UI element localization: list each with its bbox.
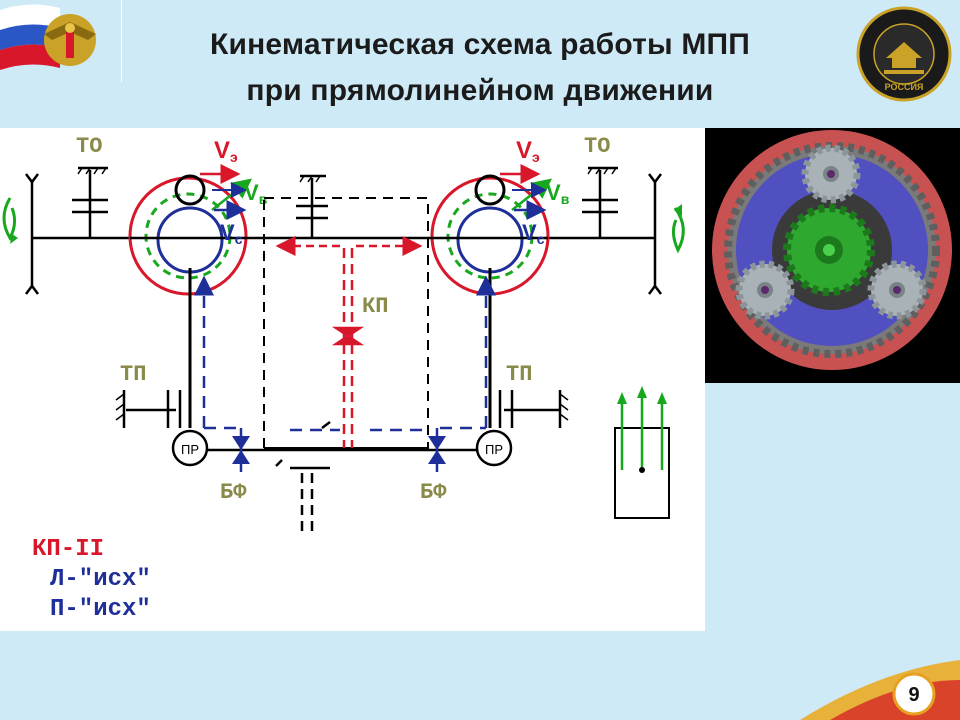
- legend-title: КП-II: [32, 536, 105, 563]
- label-kp: КП: [362, 294, 388, 319]
- planetary-gear-illustration: [705, 128, 960, 383]
- track-motion-indicator-icon: [614, 386, 670, 519]
- page-number-badge: 9: [892, 672, 936, 716]
- central-shaft: [246, 174, 432, 240]
- right-stop-brake: [582, 166, 618, 238]
- left-stop-brake: [72, 166, 108, 238]
- label-bf-right: БФ: [420, 480, 447, 505]
- kp-shaft: [275, 236, 423, 448]
- legend-right: П-"исх": [50, 596, 151, 623]
- sun-gear-icon: [783, 204, 875, 296]
- gearbox-housing: [263, 197, 429, 449]
- left-bf-friction-block: [232, 428, 250, 472]
- military-center-seal-icon: РОССИЯ: [856, 6, 952, 102]
- label-v-e-right: Vэ: [516, 137, 540, 165]
- right-bf-friction-block: [428, 428, 446, 472]
- left-planetary-set: [128, 164, 252, 428]
- kinematic-diagram: ТО ТО Vэ Vв Vс Vэ Vв: [0, 128, 705, 631]
- label-v-s-right: Vс: [522, 220, 545, 247]
- page-title-line-1: Кинематическая схема работы МПП: [209, 28, 751, 61]
- label-v-e-left: Vэ: [214, 137, 238, 165]
- page-title-line-2: при прямолинейном движении: [246, 74, 714, 107]
- page-number: 9: [908, 684, 919, 706]
- legend-left: Л-"исх": [50, 566, 151, 593]
- right-turn-brake: [498, 390, 569, 428]
- header-band: [0, 0, 960, 128]
- label-v-v-right: Vв: [546, 180, 570, 207]
- label-v-v-left: Vв: [244, 180, 268, 207]
- planet-gear-top-icon: [801, 144, 861, 204]
- label-tp-left: ТП: [120, 362, 146, 387]
- bottom-shaft: [207, 421, 477, 533]
- left-power-flow: [194, 275, 240, 430]
- planet-gear-right-icon: [867, 260, 927, 320]
- right-planetary-set: [430, 164, 552, 428]
- left-output-shaft: [25, 173, 130, 295]
- left-pr-coupling: ПР: [171, 429, 209, 467]
- label-to-right: ТО: [584, 134, 610, 159]
- label-pr-left: ПР: [181, 442, 199, 457]
- seal-bottom-text: РОССИЯ: [885, 82, 924, 92]
- right-power-flow: [290, 275, 496, 432]
- label-to-left: ТО: [76, 134, 102, 159]
- left-turn-brake: [115, 390, 182, 428]
- planet-gear-left-icon: [735, 260, 795, 320]
- eagle-emblem-icon: [0, 0, 122, 82]
- right-pr-coupling: ПР: [475, 429, 513, 467]
- left-rotation-arrow-icon: [2, 197, 17, 242]
- label-v-s-left: Vс: [220, 220, 243, 247]
- label-bf-left: БФ: [220, 480, 247, 505]
- right-rotation-arrow-icon: [671, 207, 685, 254]
- legend: КП-II Л-"исх" П-"исх": [32, 535, 151, 625]
- label-tp-right: ТП: [506, 362, 532, 387]
- label-pr-right: ПР: [485, 442, 503, 457]
